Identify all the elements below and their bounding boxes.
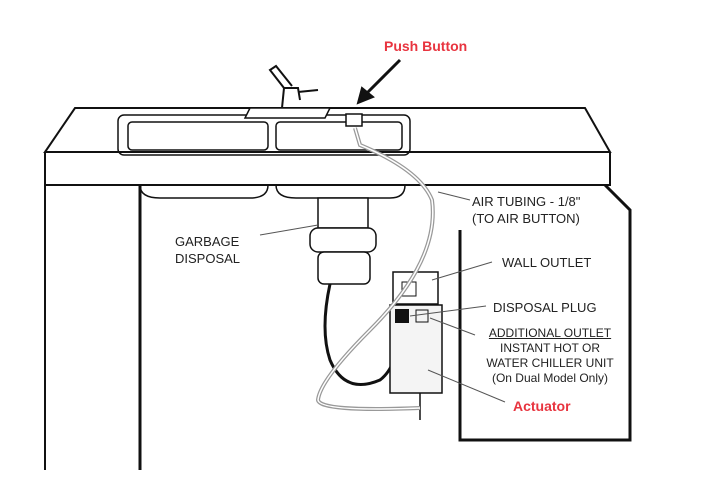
air-tubing-label: AIR TUBING - 1/8" (TO AIR BUTTON) <box>472 193 580 227</box>
sink-left <box>127 121 269 151</box>
sink-right <box>275 121 403 151</box>
disposal-plug <box>395 309 409 323</box>
air-tubing-line-2: (TO AIR BUTTON) <box>472 211 580 226</box>
water-chiller-line: WATER CHILLER UNIT <box>486 356 614 370</box>
additional-outlet-title: ADDITIONAL OUTLET <box>488 326 612 340</box>
garbage-disposal-label: GARBAGE DISPOSAL <box>175 233 240 267</box>
instant-hot-line: INSTANT HOT OR <box>499 341 600 355</box>
disposal-plug-label: DISPOSAL PLUG <box>493 300 597 315</box>
air-tubing-line-1: AIR TUBING - 1/8" <box>472 194 581 209</box>
faucet <box>268 64 319 109</box>
garbage-line-2: DISPOSAL <box>175 251 241 266</box>
additional-outlet-label: ADDITIONAL OUTLET INSTANT HOT OR WATER C… <box>480 326 620 386</box>
cabinet-panel <box>458 183 632 442</box>
garbage-disposal <box>309 197 377 285</box>
garbage-line-1: GARBAGE <box>175 234 240 249</box>
actuator-label: Actuator <box>513 398 571 414</box>
push-button-label: Push Button <box>384 38 468 54</box>
wall-outlet-label: WALL OUTLET <box>502 255 592 270</box>
push-button <box>345 113 363 127</box>
dual-model-line: (On Dual Model Only) <box>491 371 609 385</box>
